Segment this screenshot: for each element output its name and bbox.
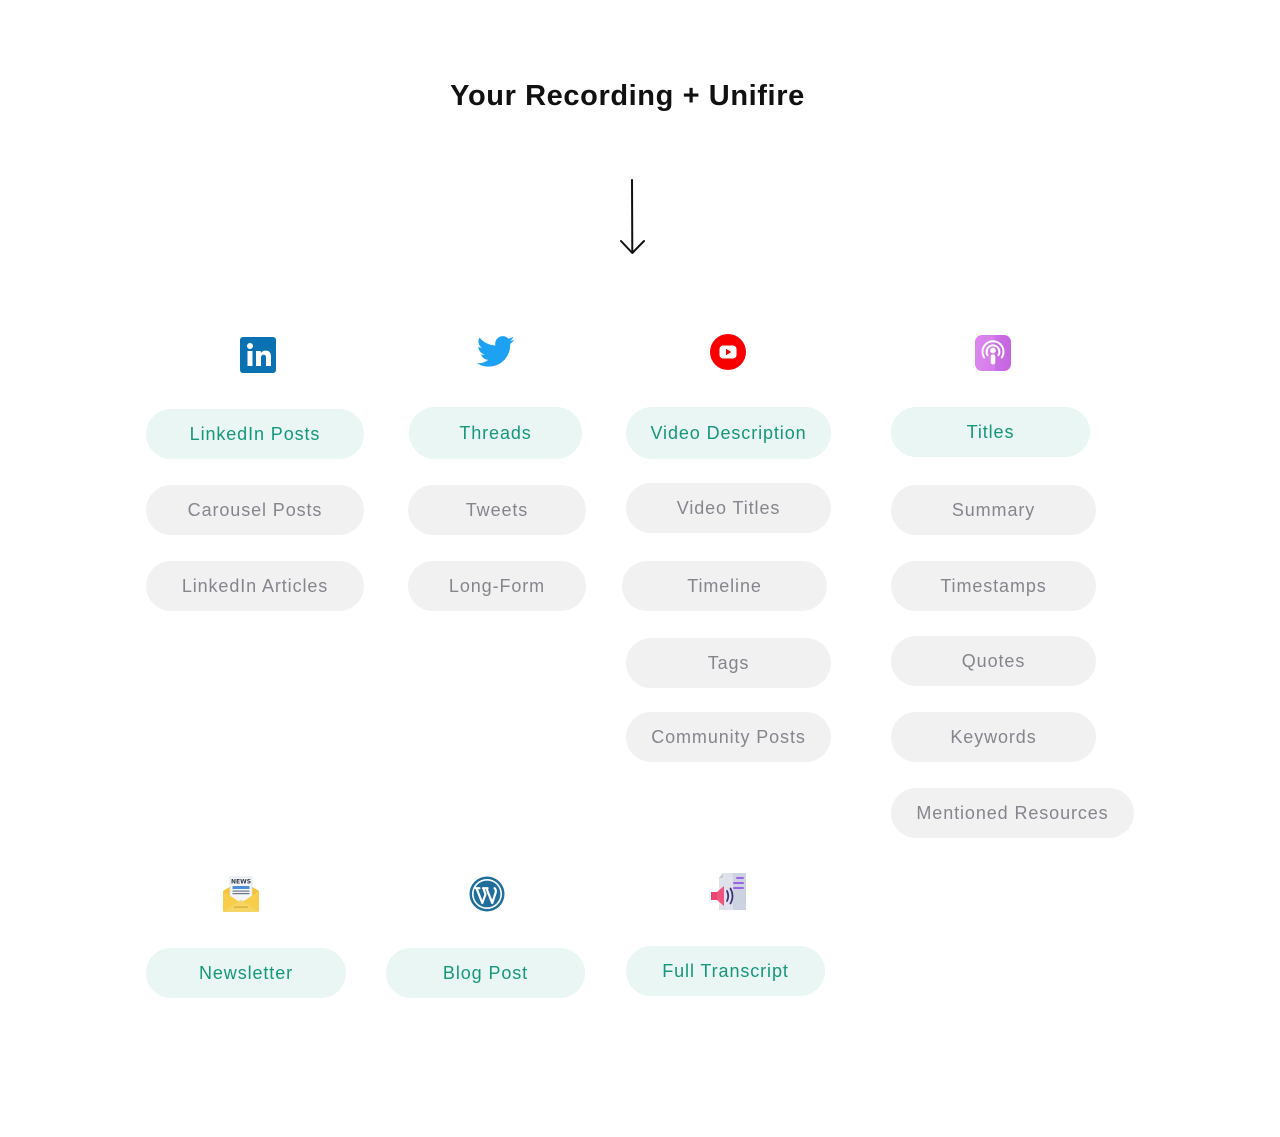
output-pill-keywords[interactable]: Keywords <box>891 712 1096 762</box>
output-pill-timeline[interactable]: Timeline <box>622 561 827 611</box>
output-pill-titles[interactable]: Titles <box>891 407 1090 457</box>
wordpress-icon <box>469 876 505 912</box>
transcript-icon <box>709 873 747 910</box>
podcast-icon <box>975 335 1011 371</box>
output-pill-blog-post[interactable]: Blog Post <box>386 948 585 998</box>
output-pill-full-transcript[interactable]: Full Transcript <box>626 946 825 996</box>
output-pill-linkedin-articles[interactable]: LinkedIn Articles <box>146 561 364 611</box>
output-pill-video-description[interactable]: Video Description <box>626 407 831 459</box>
youtube-icon <box>710 334 746 370</box>
output-pill-long-form[interactable]: Long-Form <box>408 561 586 611</box>
output-pill-community-posts[interactable]: Community Posts <box>626 712 831 762</box>
output-pill-summary[interactable]: Summary <box>891 485 1096 535</box>
output-pill-tags[interactable]: Tags <box>626 638 831 688</box>
output-pill-threads[interactable]: Threads <box>409 407 582 459</box>
output-pill-mentioned-resources[interactable]: Mentioned Resources <box>891 788 1134 838</box>
linkedin-icon <box>240 337 276 373</box>
output-pill-carousel-posts[interactable]: Carousel Posts <box>146 485 364 535</box>
newsletter-icon: NEWS <box>222 876 260 912</box>
output-pill-tweets[interactable]: Tweets <box>408 485 586 535</box>
svg-text:NEWS: NEWS <box>231 879 251 886</box>
twitter-icon <box>477 335 515 369</box>
page-title: Your Recording + Unifire <box>450 80 805 112</box>
output-pill-video-titles[interactable]: Video Titles <box>626 483 831 533</box>
output-pill-quotes[interactable]: Quotes <box>891 636 1096 686</box>
down-arrow-icon <box>616 176 648 258</box>
output-pill-linkedin-posts[interactable]: LinkedIn Posts <box>146 409 364 459</box>
output-pill-newsletter[interactable]: Newsletter <box>146 948 346 998</box>
output-pill-timestamps[interactable]: Timestamps <box>891 561 1096 611</box>
